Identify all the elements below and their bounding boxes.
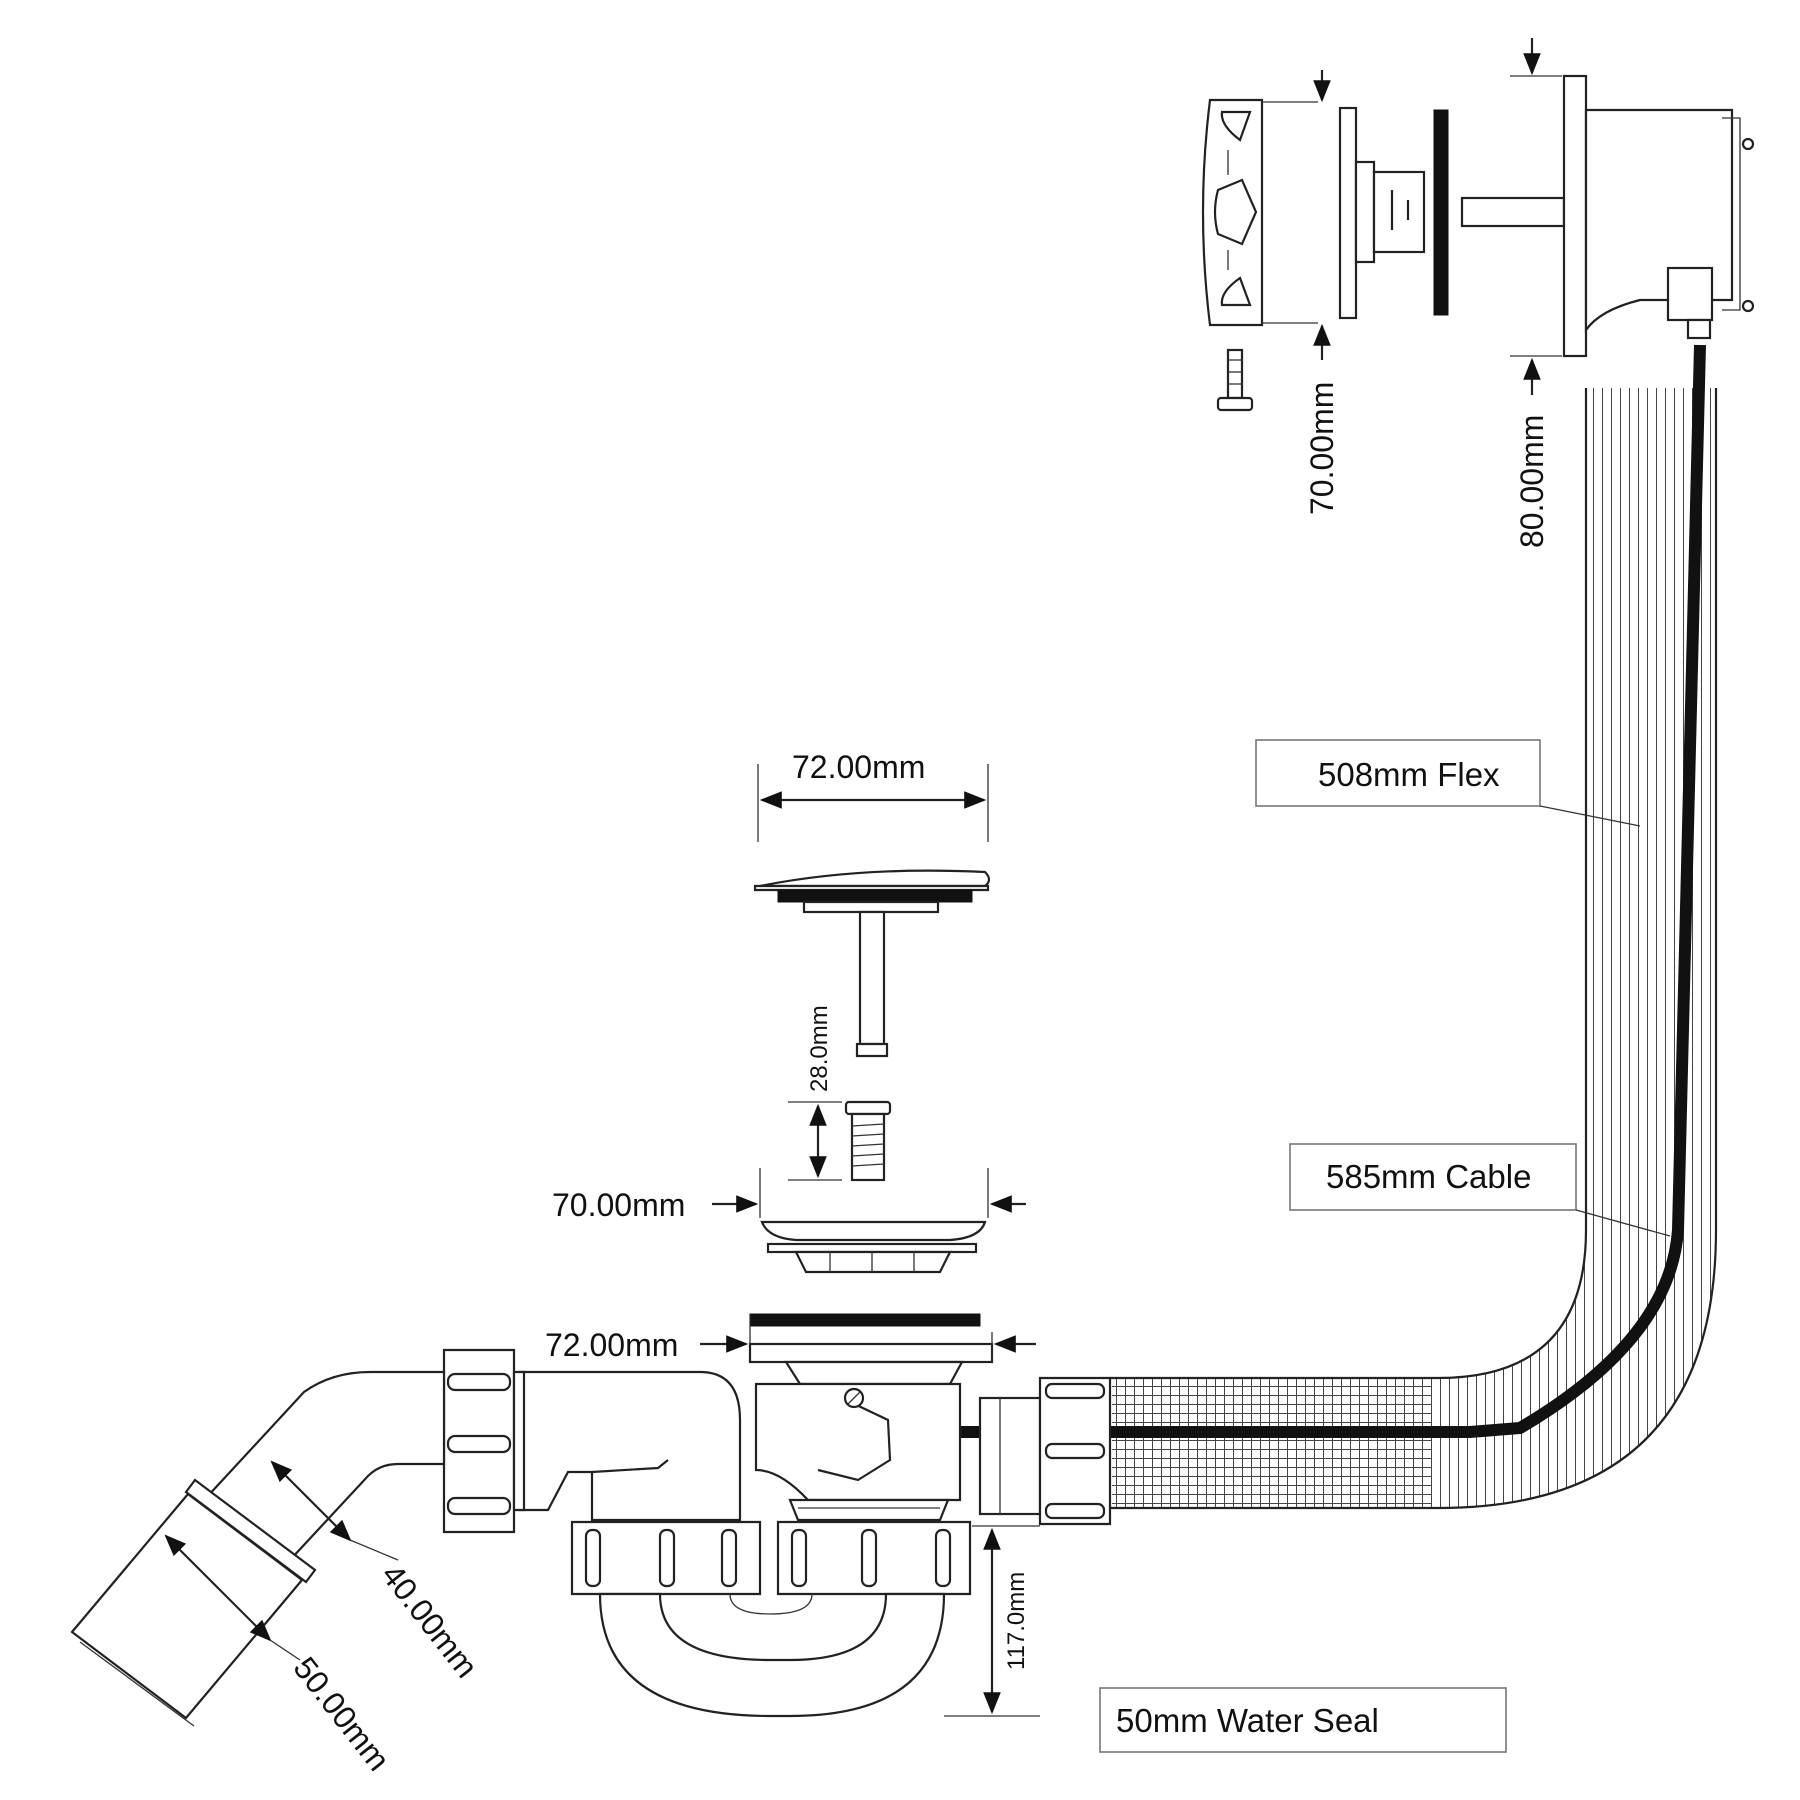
outlet-40-dimension: [270, 1460, 399, 1561]
overflow-assembly: 70.00mm 80.00mm: [1201, 38, 1755, 548]
overflow-face-70-label: 70.00mm: [1304, 382, 1340, 515]
overflow-body: [1562, 74, 1755, 358]
callout-seal: 50mm Water Seal: [1099, 1687, 1507, 1753]
trap-body-dimension: [700, 1314, 1036, 1362]
overflow-gasket: [1433, 109, 1449, 316]
stem-dimension: [788, 1101, 842, 1181]
cover-screw: [1216, 348, 1254, 412]
overflow-face-dimension: [1262, 70, 1331, 360]
overflow-cover: [1201, 98, 1264, 327]
callout-seal-text: 50mm Water Seal: [1116, 1702, 1379, 1739]
trap-body-72-label: 72.00mm: [545, 1327, 678, 1363]
outlet-pipe: 40.00mm 50.00mm: [70, 1370, 485, 1777]
trap-depth-117-label: 117.0mm: [1003, 1572, 1030, 1670]
overflow-rod: [1460, 196, 1566, 228]
overflow-body-80-label: 80.00mm: [1514, 415, 1550, 548]
threaded-stem: 28.0mm: [788, 1005, 892, 1182]
stem-28-label: 28.0mm: [806, 1005, 833, 1092]
outlet-40-label: 40.00mm: [374, 1557, 484, 1684]
outlet-50-label: 50.00mm: [286, 1650, 396, 1777]
trap-body: 72.00mm 117.0mm: [442, 1313, 1112, 1718]
trap-depth-dimension: [944, 1525, 1040, 1717]
callout-cable: 585mm Cable: [1289, 1143, 1671, 1237]
callout-cable-text: 585mm Cable: [1326, 1158, 1531, 1195]
grate-70-label: 70.00mm: [552, 1187, 685, 1223]
outlet-50-dimension: [164, 1534, 301, 1661]
callout-flex-text: 508mm Flex: [1318, 756, 1500, 793]
flex-hose: [1110, 388, 1718, 1510]
grate-dimension: [712, 1168, 1026, 1218]
overflow-flange: [1338, 106, 1426, 320]
cable: [880, 344, 1706, 1438]
overflow-body-dimension: [1510, 38, 1562, 395]
plug-dimension: [757, 764, 989, 842]
grate: 70.00mm: [552, 1168, 1026, 1274]
callout-flex: 508mm Flex: [1255, 739, 1641, 827]
plug-cap-72-label: 72.00mm: [792, 749, 925, 785]
plug-assembly: 72.00mm: [753, 749, 991, 1058]
